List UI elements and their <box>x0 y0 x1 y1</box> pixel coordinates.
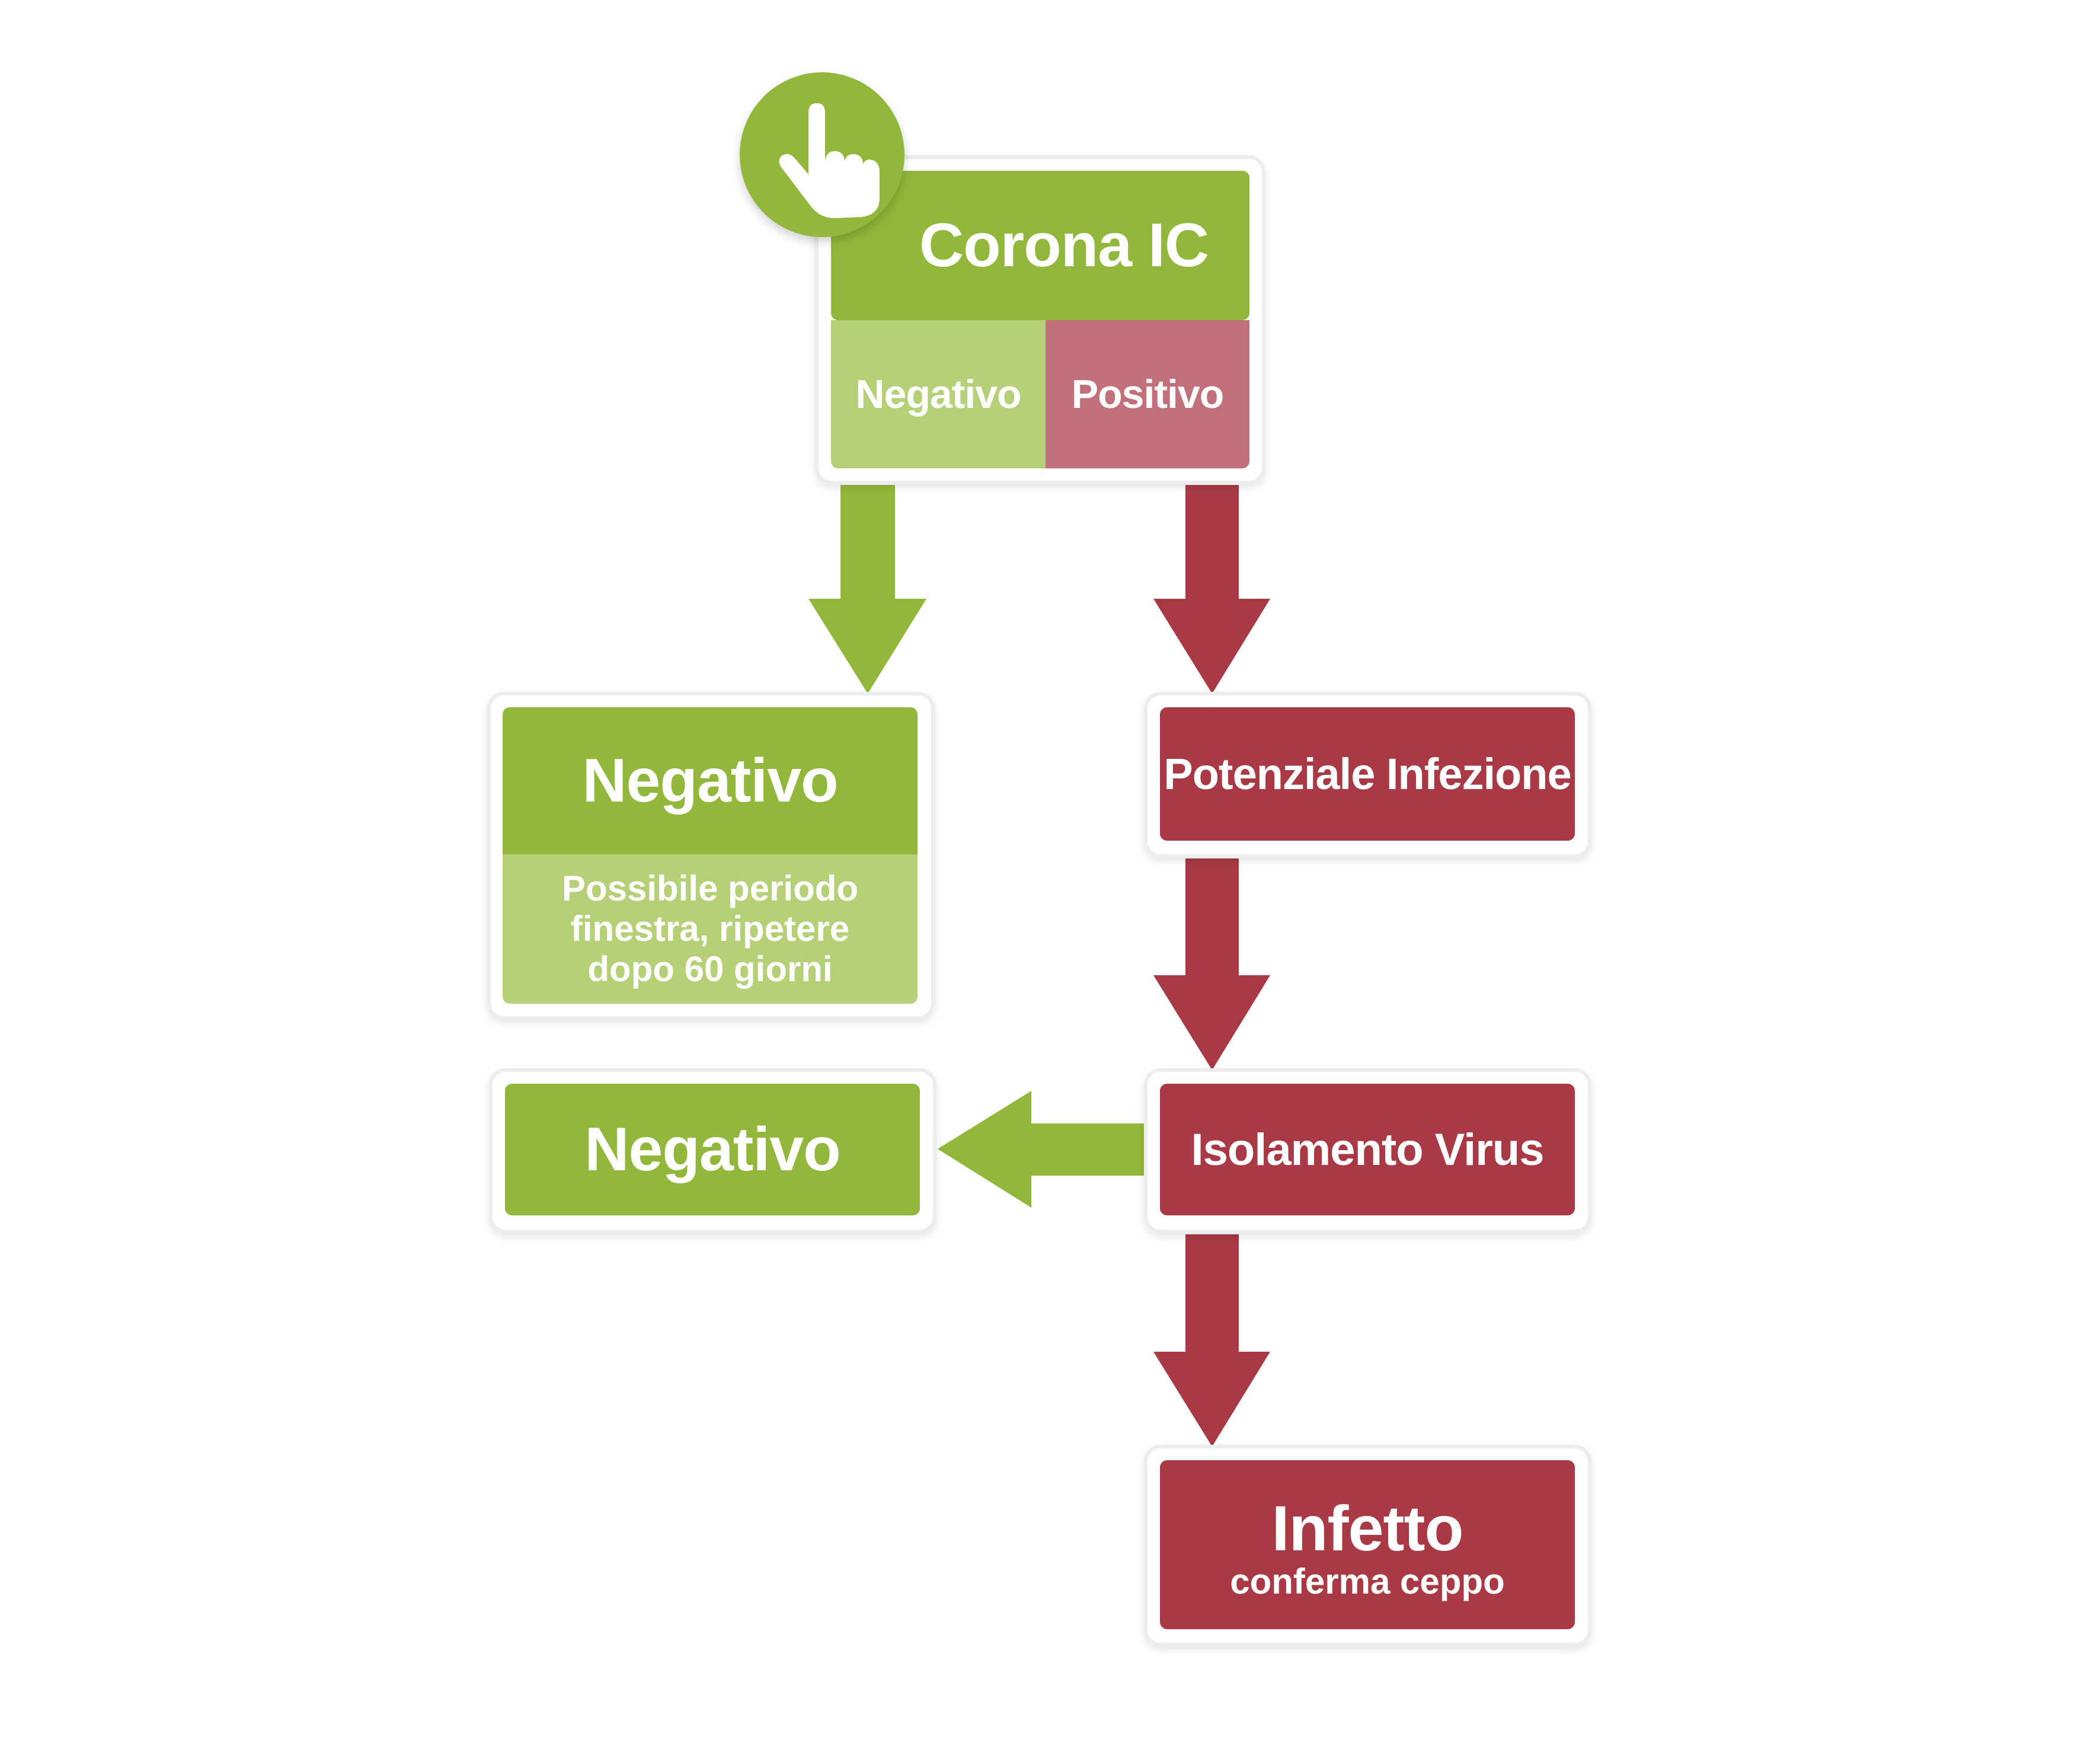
negative-box-title: Negativo <box>582 746 838 815</box>
negative-box-title-area: Negativo <box>503 707 918 854</box>
virus-isolation-title: Isolamento Virus <box>1191 1124 1544 1175</box>
negative-option-label: Negativo <box>855 372 1021 417</box>
arrow-isolation-to-negative <box>938 1091 1147 1208</box>
positive-option[interactable]: Positivo <box>1046 320 1249 468</box>
arrow-positive-down <box>1153 485 1270 694</box>
arrow-infection-to-isolation <box>1153 858 1270 1070</box>
arrow-isolation-to-infected <box>1153 1234 1270 1447</box>
arrow-negative-down <box>808 485 926 694</box>
infected-box: Infetto conferma ceppo <box>1160 1460 1575 1629</box>
infected-title: Infetto <box>1271 1492 1464 1564</box>
negative-option[interactable]: Negativo <box>831 320 1046 468</box>
virus-isolation-box: Isolamento Virus <box>1160 1084 1575 1215</box>
negative-box-note-area: Possibile periodo finestra, ripetere dop… <box>503 854 918 1004</box>
corona-ic-title: Corona IC <box>919 210 1209 280</box>
negative-result-box: Negativo <box>505 1084 920 1215</box>
potential-infection-title: Potenziale Infezione <box>1164 749 1571 799</box>
negative-box-note: Possibile periodo finestra, ripetere dop… <box>561 869 859 989</box>
negative-result-title: Negativo <box>584 1115 840 1184</box>
pointing-hand-icon <box>740 72 904 237</box>
infected-subtitle: conferma ceppo <box>1230 1562 1505 1601</box>
corona-ic-title-box: Corona IC <box>831 171 1249 320</box>
potential-infection-box: Potenziale Infezione <box>1160 707 1575 841</box>
positive-option-label: Positivo <box>1071 372 1225 417</box>
